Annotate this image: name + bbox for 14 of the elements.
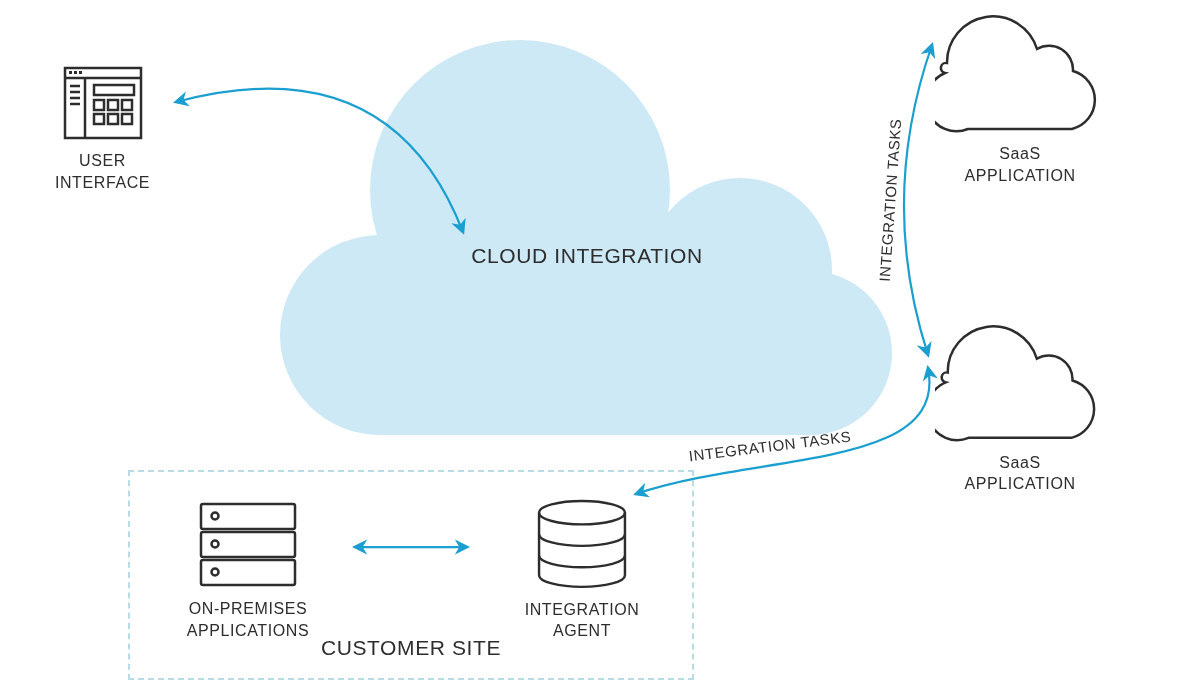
edge-label: INTEGRATION TASKS: [875, 117, 905, 283]
edge-label: INTEGRATION TASKS: [687, 427, 853, 465]
node-label: USER INTERFACE: [53, 151, 152, 193]
area-title: CUSTOMER SITE: [320, 634, 502, 661]
node-label: SaaS APPLICATION: [963, 144, 1077, 186]
area-title: CLOUD INTEGRATION: [471, 242, 703, 269]
arrow: [173, 87, 465, 235]
arrow: [633, 364, 937, 498]
arrow: [902, 42, 936, 358]
arrow: [351, 539, 471, 555]
node-label: SaaS APPLICATION: [963, 452, 1077, 495]
node-label: ON-PREMISES APPLICATIONS: [185, 599, 311, 641]
node-label: INTEGRATION AGENT: [523, 599, 641, 642]
dashed-boundary: [128, 470, 694, 680]
